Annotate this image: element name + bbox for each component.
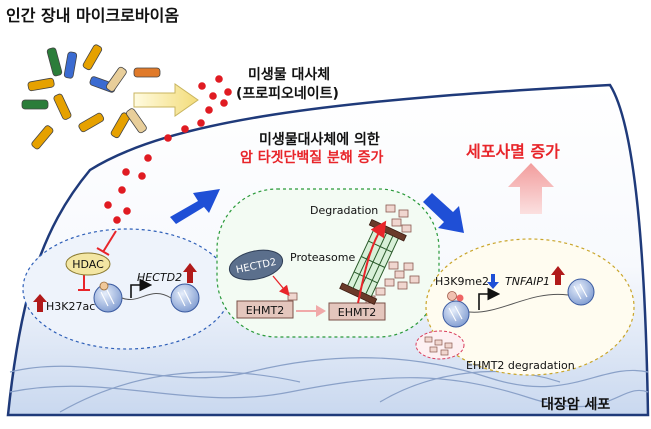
hectd2-protein: [228, 249, 284, 281]
nucleus-panel-1: [22, 228, 232, 350]
apoptosis-increase-arrow: [508, 163, 554, 214]
transcription-arrow-panel-1: [130, 278, 153, 298]
propionate-molecules: [104, 75, 232, 224]
degradation-label: Degradation: [310, 204, 378, 217]
ehmt2-box-right: [328, 302, 386, 321]
degradation-arrow: [357, 220, 387, 304]
ehmt2-degradation-label: EHMT2 degradation: [466, 359, 575, 372]
transcription-arrow-panel-3: [478, 287, 501, 310]
nucleus-panel-3: [425, 238, 635, 376]
progress-arrow-2: [423, 193, 464, 233]
mid-caption-line2: 암 타겟단백질 분해 증가: [240, 149, 384, 166]
metabolite-release-arrow: [133, 83, 199, 117]
proteasome-label: Proteasome: [290, 251, 355, 264]
extracellular-matrix-lines: [9, 357, 649, 413]
ehmt2-label-right: EHMT2: [338, 306, 376, 319]
ehmt2-box-left: [236, 300, 294, 319]
cell-label: 대장암 세포: [541, 396, 610, 413]
h3k27ac-up-arrow: [33, 294, 47, 312]
hdac-label: HDAC: [72, 258, 104, 271]
degraded-fragments: [385, 204, 420, 290]
hectd2-up-arrow: [183, 263, 197, 283]
ehmt2-label-left: EHMT2: [246, 304, 284, 317]
mid-caption-line1: 미생물대사체에 의한: [259, 131, 380, 148]
ubiquitination-arrow: [296, 305, 326, 317]
hdac-enzyme: [65, 252, 111, 276]
histone-panel-3: [442, 300, 470, 328]
gut-bacteria: [21, 44, 161, 150]
hectd2-gene-label: HECTD2: [137, 271, 182, 284]
h3k9me2-label: H3K9me2: [435, 275, 489, 288]
histone-panel-1: [93, 283, 123, 313]
h3k27ac-label: H3K27ac: [46, 300, 95, 313]
h3k9me2-down-arrow: [487, 274, 499, 289]
apoptosis-label: 세포사멸 증가: [466, 142, 560, 161]
title: 인간 장내 마이크로바이옴: [6, 6, 179, 25]
metabolite-label-line1: 미생물 대사체: [248, 67, 330, 83]
progress-arrow-1: [170, 189, 220, 224]
tnfaip1-gene-label: TNFAIP1: [505, 275, 550, 288]
metabolite-label-line2: (프로피오네이트): [236, 85, 339, 102]
tnfaip1-up-arrow: [551, 266, 565, 285]
